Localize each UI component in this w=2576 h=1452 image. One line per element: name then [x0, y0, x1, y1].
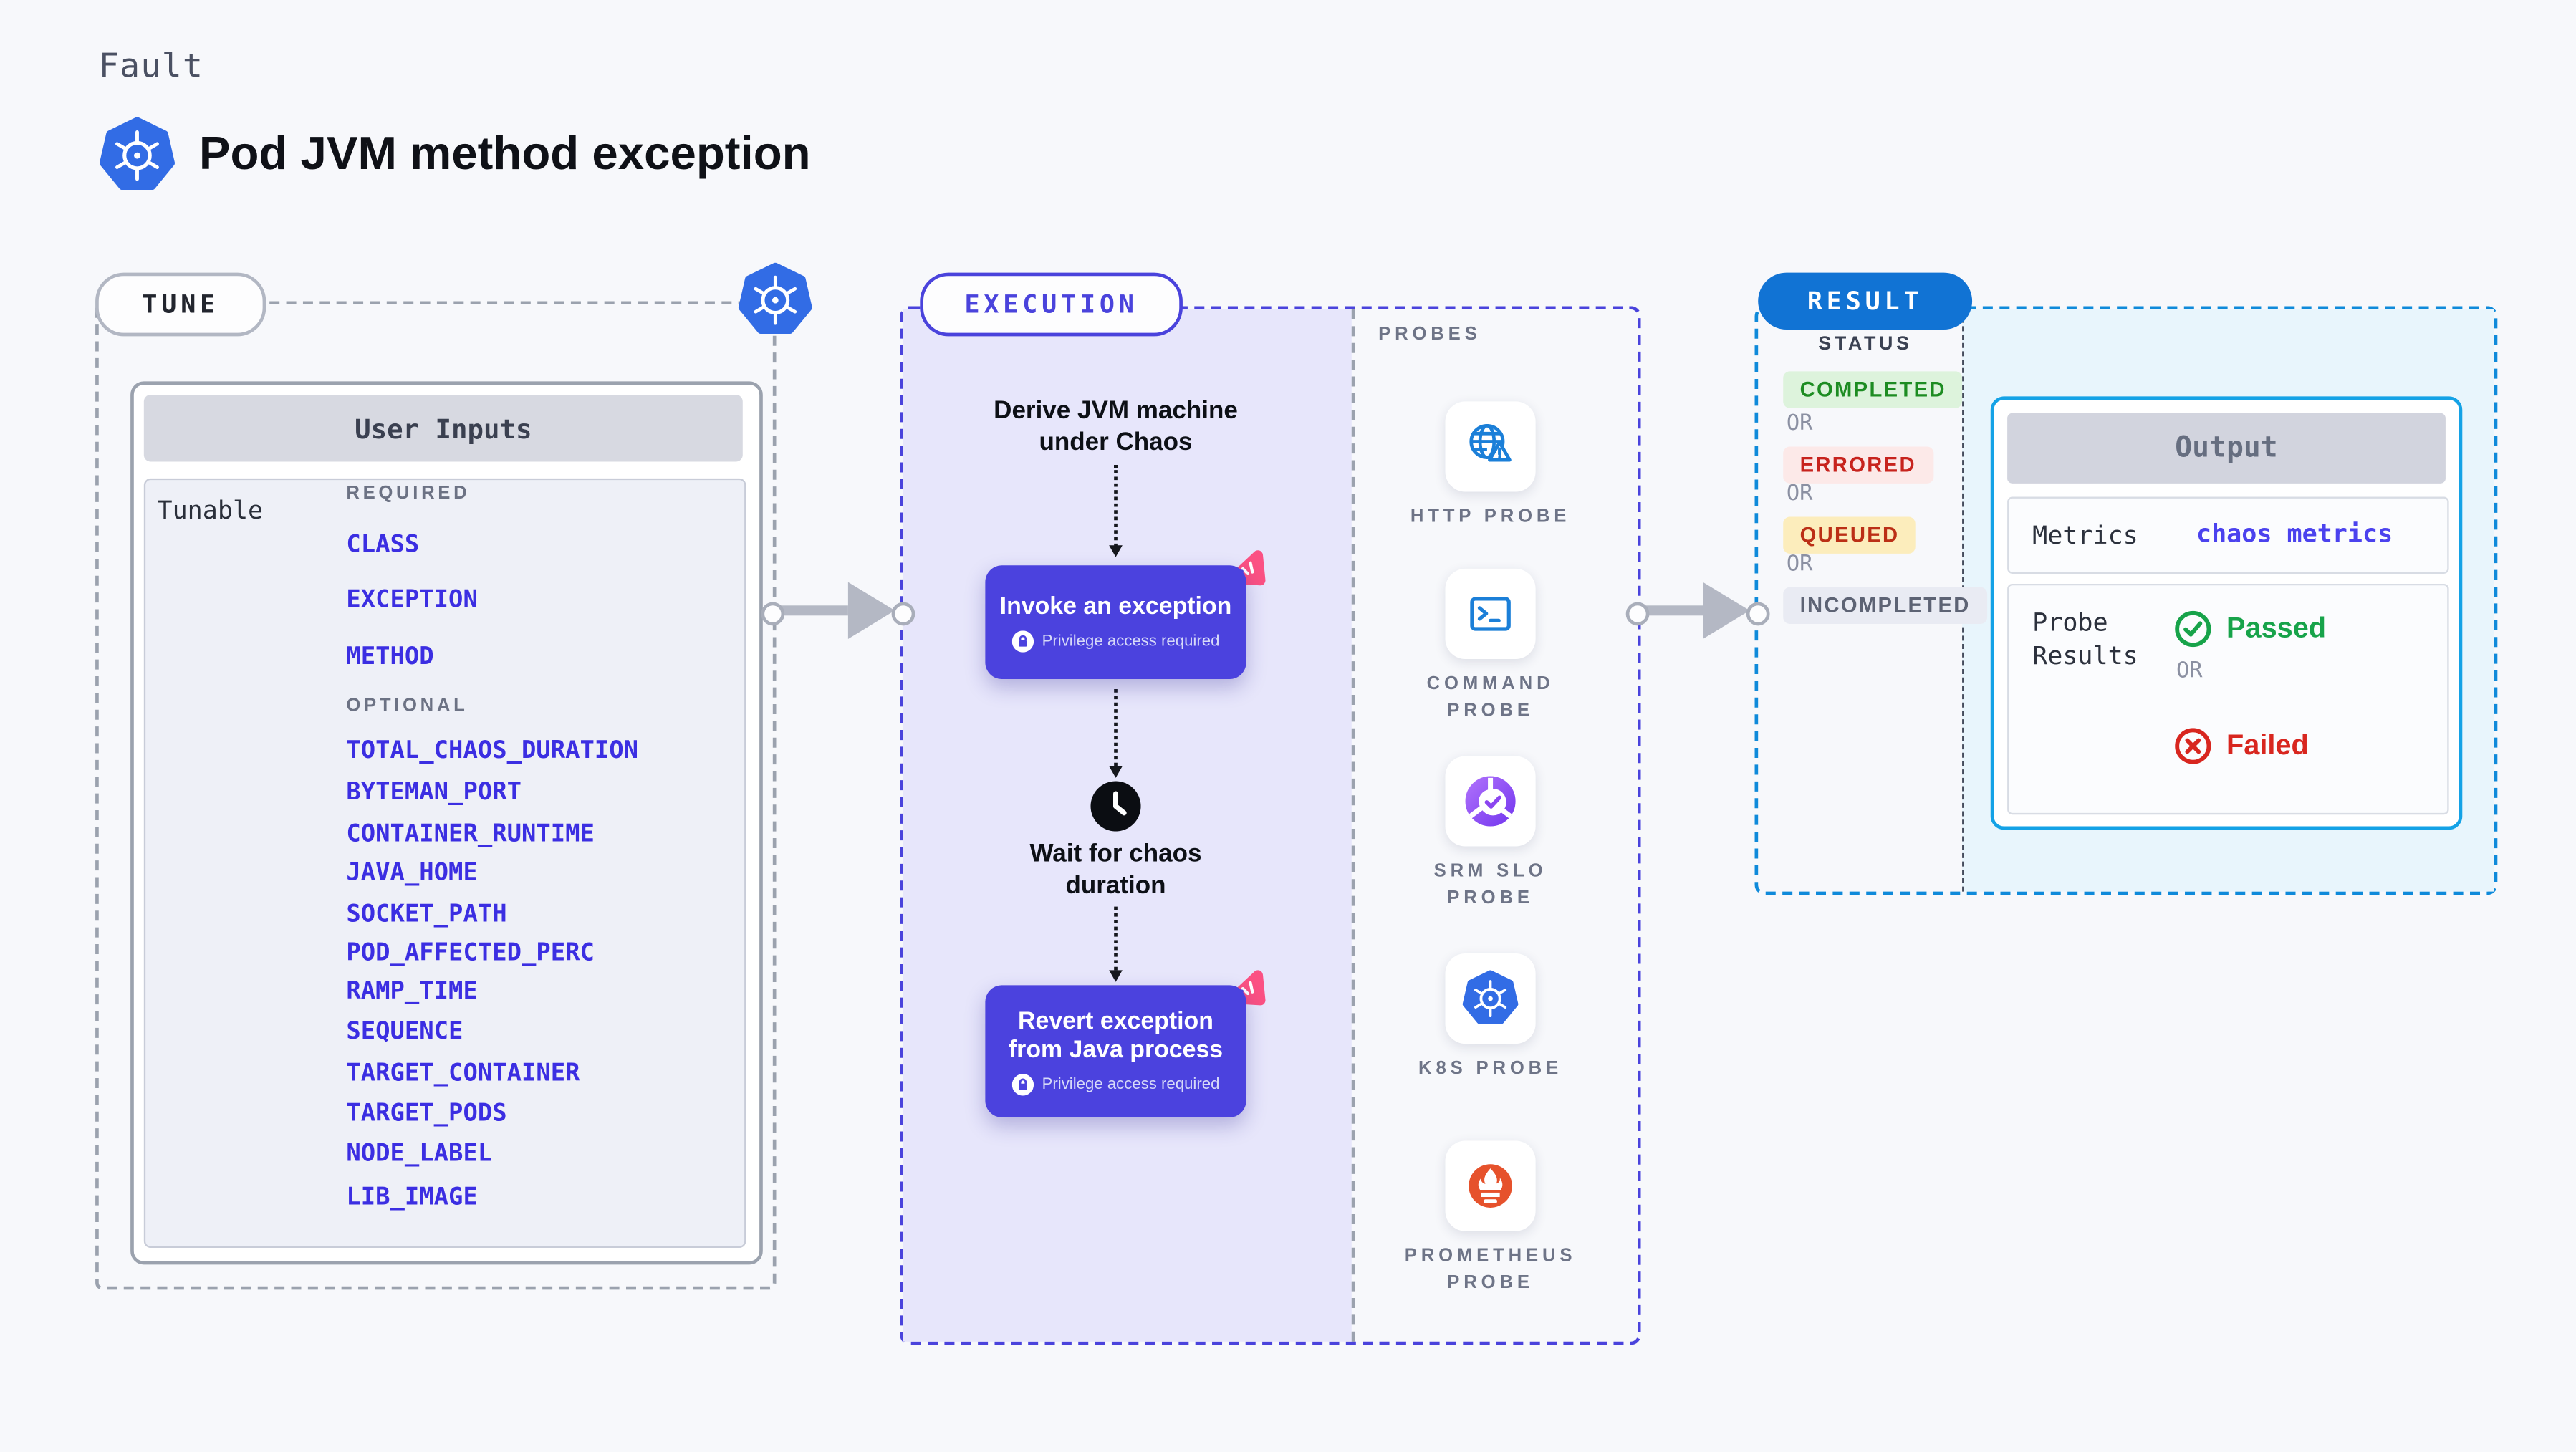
or-separator: OR: [1786, 411, 1813, 437]
user-inputs-header: User Inputs: [143, 395, 743, 462]
param-link-socket-path[interactable]: SOCKET_PATH: [346, 901, 507, 928]
arrowhead-right-icon: [847, 582, 895, 640]
command-probe-card[interactable]: [1445, 568, 1536, 660]
tune-to-execution-arrow: [777, 605, 848, 616]
param-link-total-chaos-duration[interactable]: TOTAL_CHAOS_DURATION: [346, 737, 639, 765]
param-link-java-home[interactable]: JAVA_HOME: [346, 860, 478, 887]
connector-dot: [761, 602, 785, 626]
output-card: Output Metrics chaos metrics Probe Resul…: [1990, 396, 2463, 830]
param-link-node-label[interactable]: NODE_LABEL: [346, 1140, 493, 1168]
param-link-class[interactable]: CLASS: [346, 532, 420, 559]
param-link-target-pods[interactable]: TARGET_PODS: [346, 1100, 507, 1128]
status-column-label: STATUS: [1818, 335, 1913, 355]
invoke-exception-node: Invoke an exception Privilege access req…: [985, 565, 1246, 680]
probe-results-label: Probe Results: [2032, 607, 2138, 671]
passed-result: Passed: [2173, 609, 2326, 649]
fault-kind-label: Fault: [98, 45, 204, 86]
terminal-icon: [1470, 597, 1511, 631]
wait-step-text: Wait for chaos duration: [1029, 840, 1202, 900]
required-group-label: REQUIRED: [346, 483, 471, 504]
or-separator: OR: [2176, 659, 2203, 685]
metrics-row: Metrics chaos metrics: [2007, 496, 2449, 574]
param-link-container-runtime[interactable]: CONTAINER_RUNTIME: [346, 821, 595, 848]
flow-arrow-down-icon: [1109, 465, 1123, 557]
param-link-exception[interactable]: EXCEPTION: [346, 587, 478, 614]
optional-group-label: OPTIONAL: [346, 696, 468, 716]
prometheus-probe-card[interactable]: [1445, 1140, 1536, 1231]
derive-step-text: Derive JVM machine under Chaos: [994, 396, 1238, 457]
check-circle-icon: [2175, 610, 2211, 648]
privilege-note: Privilege access required: [1012, 1073, 1219, 1095]
arrowhead-right-icon: [1703, 582, 1750, 640]
kubernetes-corner-icon: [738, 263, 813, 338]
connector-dot: [891, 602, 915, 626]
kubernetes-icon: [1462, 970, 1519, 1027]
probes-divider-line: [1351, 309, 1355, 1342]
wait-clock-icon: [1090, 781, 1141, 832]
http-probe-card[interactable]: [1445, 401, 1536, 492]
probe-results-row: Probe Results Passed OR Failed: [2007, 583, 2449, 815]
probes-column-label: PROBES: [1378, 324, 1481, 345]
slo-donut-check-icon: [1465, 776, 1516, 827]
or-separator: OR: [1786, 481, 1813, 507]
flow-arrow-down-icon: [1109, 906, 1123, 982]
connector-dot: [1625, 602, 1650, 626]
failed-result: Failed: [2173, 726, 2309, 766]
output-card-header: Output: [2007, 413, 2446, 484]
param-link-method[interactable]: METHOD: [346, 644, 434, 671]
execution-to-result-arrow: [1643, 605, 1703, 616]
page-title: Pod JVM method exception: [198, 127, 811, 179]
chaos-metrics-link[interactable]: chaos metrics: [2196, 518, 2393, 549]
param-link-ramp-time[interactable]: RAMP_TIME: [346, 979, 478, 1006]
x-circle-icon: [2175, 728, 2211, 764]
lock-icon: [1012, 1073, 1034, 1095]
param-link-pod-affected-perc[interactable]: POD_AFFECTED_PERC: [346, 940, 595, 967]
prometheus-icon: [1469, 1164, 1512, 1208]
connector-dot: [1746, 602, 1770, 626]
tune-section-badge: TUNE: [95, 272, 266, 337]
revert-exception-node: Revert exception from Java process Privi…: [985, 985, 1246, 1117]
k8s-probe-card[interactable]: [1445, 953, 1536, 1044]
status-badge-incompleted: INCOMPLETED: [1783, 587, 1988, 624]
status-badge-errored: ERRORED: [1783, 446, 1933, 484]
tune-section-box: [95, 301, 777, 1290]
status-badge-queued: QUEUED: [1783, 516, 1916, 554]
metrics-label: Metrics: [2032, 520, 2138, 551]
tunables-list-panel: [143, 478, 746, 1248]
param-link-sequence[interactable]: SEQUENCE: [346, 1019, 463, 1046]
flow-arrow-down-icon: [1109, 689, 1123, 778]
tunable-row-label: Tunable: [157, 495, 264, 526]
lock-icon: [1012, 630, 1034, 651]
param-link-lib-image[interactable]: LIB_IMAGE: [346, 1184, 478, 1211]
param-link-target-container[interactable]: TARGET_CONTAINER: [346, 1060, 580, 1087]
or-separator: OR: [1786, 552, 1813, 577]
execution-section-badge: EXECUTION: [920, 272, 1183, 337]
privilege-note: Privilege access required: [1012, 630, 1219, 651]
kubernetes-title-icon: [99, 117, 176, 193]
status-badge-completed: COMPLETED: [1783, 371, 1964, 408]
globe-warning-icon: [1469, 423, 1512, 462]
result-section-badge: RESULT: [1758, 272, 1973, 330]
srm-slo-probe-card[interactable]: [1445, 756, 1536, 847]
param-link-byteman-port[interactable]: BYTEMAN_PORT: [346, 779, 522, 807]
